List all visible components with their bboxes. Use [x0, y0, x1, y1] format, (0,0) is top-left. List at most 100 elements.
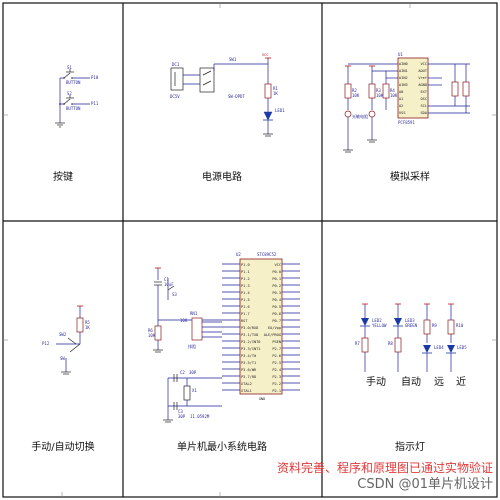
c1-value-label: 10uF [164, 282, 174, 287]
u1-type-label: PCF8591 [398, 120, 415, 125]
pin-p0-6: P0.6 [272, 312, 281, 316]
pin-xtal1: XTAL1 [241, 389, 252, 393]
led4-label: LED4 [434, 345, 444, 350]
c2-label: C2 [180, 370, 185, 375]
vcc-label-power: VCC [262, 53, 269, 57]
pin-p1-5: P1.5 [241, 298, 250, 302]
r9-label: R9 [432, 323, 437, 328]
pin-vss: VSS [399, 111, 406, 115]
pin-p1-3: P1.3 [241, 284, 250, 288]
pin-vcc: VCC [421, 62, 428, 66]
sw1-label: SW1 [229, 57, 237, 62]
sw-type-label: SW [60, 356, 65, 361]
led-manual-label: 手动 [366, 375, 386, 388]
pin-rst: RST [241, 319, 248, 323]
pin-osc: OSC [421, 97, 428, 101]
pin-p2-6: P2.6 [272, 354, 281, 358]
c3-label: C3 [178, 409, 183, 414]
pin-p2-5: P2.5 [272, 361, 281, 365]
r4-label: R4 [390, 88, 395, 93]
pin-p3-5: P3.5/T1 [241, 361, 256, 365]
pin-p1-7: P1.7 [241, 312, 250, 316]
pin-p0-5: P0.5 [272, 305, 281, 309]
rn1-desc-label: 排阻 [188, 343, 196, 349]
pin-ain2: AIN2 [399, 76, 408, 80]
pin-p3-2: P3.2/INT0 [241, 340, 260, 344]
led1-label: LED1 [275, 108, 285, 113]
pin-p3-0: P3.0/RXD [241, 326, 258, 330]
x1-value-label: 11.0592M [190, 414, 210, 419]
net-p10-label: P10 [91, 75, 99, 80]
caption-power: 电源电路 [202, 170, 242, 183]
u1-label: U1 [398, 52, 403, 57]
r3-label: R3 [376, 88, 381, 93]
pin-p3-3: P3.3/INT1 [241, 347, 260, 351]
c2-value-label: 30P [189, 370, 197, 375]
pin-p1-1: P1.1 [241, 270, 250, 274]
panel-leds: LED2 YELLOW LED3 GREEN LED4 LED5 R7 R8 R… [355, 303, 467, 388]
pcf8591-chip [397, 57, 429, 119]
r8-label: R8 [388, 341, 393, 346]
c3-value-label: 30P [178, 414, 186, 419]
dc1-label: DC1 [172, 62, 180, 67]
r1-value-label: 1K [273, 91, 278, 96]
c1-label: C1 [164, 277, 169, 282]
pin-vcc-mcu: VCC [275, 263, 282, 267]
r4-value-label: 10K [390, 93, 398, 98]
sw1-type-label: SW-DPDT [228, 94, 245, 99]
pin-ea: EA/Vpp [268, 326, 281, 330]
pin-a1: A1 [399, 97, 403, 101]
r3-value-label: 10K [376, 93, 384, 98]
pin-p1-2: P1.2 [241, 277, 250, 281]
dc1-value-label: DC5V [170, 94, 180, 99]
u2-type-label: STC89C52 [257, 252, 277, 257]
led-auto-label: 自动 [401, 375, 421, 388]
pin-p2-3: P2.3 [272, 375, 281, 379]
led-far-label: 远 [434, 376, 444, 388]
panel-mcu: U2 STC89C52 P1.0 P1.1 P1.2 P1.3 P1.4 P1.… [148, 252, 300, 423]
r2-value-label: 10K [352, 93, 360, 98]
watermark-line1: 资料完善、程序和原理图已通过实物验证 [277, 460, 493, 475]
r1-label: R1 [273, 86, 278, 91]
net-p11-label: P11 [91, 101, 99, 106]
caption-mcu: 单片机最小系统电路 [177, 440, 267, 453]
pin-p0-3: P0.3 [272, 291, 281, 295]
led5-label: LED5 [457, 345, 467, 350]
caption-leds: 指示灯 [395, 440, 425, 453]
led3-label: LED3 [405, 318, 415, 323]
s2-label: S2 [67, 91, 72, 96]
pin-gnd-mcu: GND [259, 397, 266, 401]
pin-ale: ALE/PROG [264, 333, 281, 337]
pin-p2-7: P2.7 [272, 347, 281, 351]
ldr-label: 光敏电阻 [352, 113, 368, 119]
panel-switch: SW2 R5 1K P12 SW [42, 305, 90, 375]
net-p12-label: P12 [42, 341, 50, 346]
led2-color-label: YELLOW [372, 323, 387, 328]
pin-aout: AOUT [418, 69, 427, 73]
pin-p0-4: P0.4 [272, 298, 281, 302]
pin-ext: EXT [421, 90, 428, 94]
caption-keys: 按键 [53, 170, 73, 183]
pin-xtal2: XTAL2 [241, 382, 252, 386]
pin-p1-4: P1.4 [241, 291, 250, 295]
r10-label: R10 [456, 323, 464, 328]
s1-label: S1 [67, 65, 72, 70]
pin-p2-2: P2.2 [272, 382, 281, 386]
caption-adc: 模拟采样 [390, 170, 430, 183]
x1-label: X1 [192, 388, 197, 393]
pin-p3-4: P3.4/T0 [241, 354, 256, 358]
pin-p0-0: P0.0 [272, 270, 281, 274]
pin-p3-1: P3.1/TXD [241, 333, 258, 337]
pin-p0-7: P0.7 [272, 319, 281, 323]
pin-p2-1: P2.1 [272, 389, 281, 393]
r5-value-label: 1K [85, 325, 90, 330]
watermark-line2: CSDN @01单片机设计 [357, 477, 493, 492]
sw2-label: SW2 [59, 332, 67, 337]
s1-type-label: BUTTON [66, 80, 81, 85]
pin-a2: A2 [399, 104, 403, 108]
panel-keys: S1 BUTTON S2 BUTTON P10 P11 [55, 65, 99, 128]
pin-p3-7: P3.7/RD [241, 375, 256, 379]
pin-p2-4: P2.4 [272, 368, 281, 372]
